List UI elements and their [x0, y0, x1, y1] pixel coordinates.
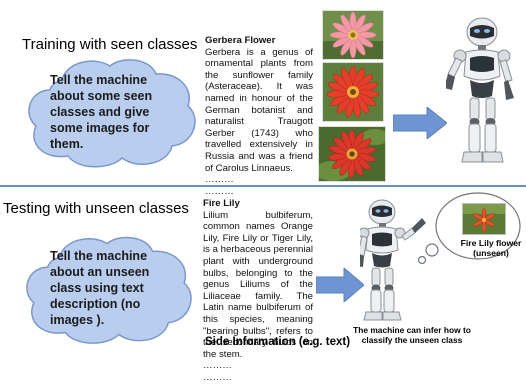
side-information-label: Side Information (e.g. text) — [205, 336, 351, 348]
fire-lily-description: Lilium bulbiferum, common names Orange L… — [203, 209, 313, 360]
gerbera-description: Gerbera is a genus of ornamental plants … — [205, 46, 313, 174]
top-cloud — [22, 54, 202, 172]
bottom-cloud — [20, 231, 198, 349]
fire-lily-thought-label: Fire Lily flower (unseen) — [460, 238, 522, 258]
gerbera-title: Gerbera Flower — [205, 35, 276, 46]
testing-heading: Testing with unseen classes — [3, 200, 189, 217]
robot-bottom-icon — [360, 198, 440, 324]
top-ellipsis-1: ……… — [205, 174, 234, 186]
gerbera-photo-2 — [322, 62, 384, 122]
section-divider — [0, 185, 526, 187]
top-ellipsis-2: ……… — [205, 185, 234, 197]
gerbera-description-block: Gerbera Flower Gerbera is a genus of orn… — [205, 35, 313, 197]
training-heading: Training with seen classes — [22, 36, 198, 53]
infer-caption: The machine can infer how to classify th… — [353, 325, 471, 345]
gerbera-photo-1 — [322, 10, 384, 60]
robot-top-icon — [446, 14, 524, 182]
fire-lily-title: Fire Lily — [203, 198, 240, 209]
fire-lily-description-block: Fire Lily Lilium bulbiferum, common name… — [203, 198, 313, 384]
top-arrow-icon — [393, 107, 447, 139]
bottom-arrow-icon — [316, 268, 364, 302]
bottom-cloud-text: Tell the machine about an unseen class u… — [50, 249, 150, 327]
gerbera-photo-3 — [318, 126, 386, 182]
fire-lily-photo — [462, 203, 506, 235]
bottom-ellipsis-2: ……… — [203, 371, 232, 383]
bottom-ellipsis-1: ……… — [203, 360, 232, 372]
top-cloud-text: Tell the machine about some seen classes… — [50, 73, 153, 151]
